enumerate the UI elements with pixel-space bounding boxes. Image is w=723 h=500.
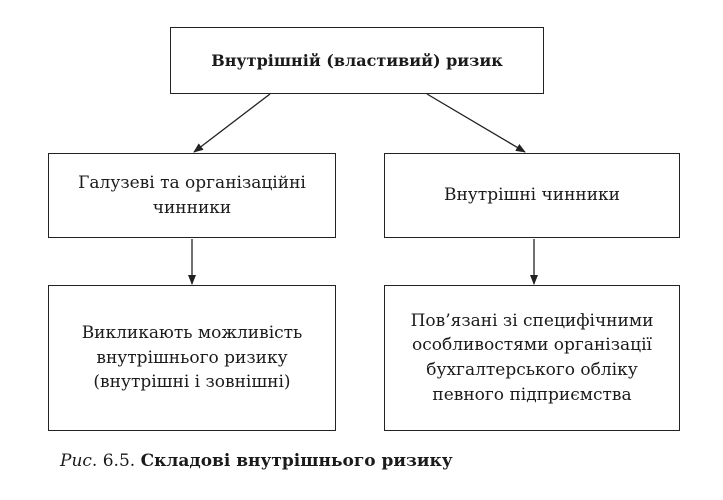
- figure-caption: Рис. 6.5. Складові внутрішнього ризику: [60, 451, 453, 471]
- industry-effect-box: Викликають можливість внутрішнього ризик…: [48, 285, 336, 431]
- caption-number: . 6.5.: [91, 451, 136, 471]
- caption-prefix: Рис: [60, 451, 92, 471]
- internal-risk-label: Внутрішній (властивий) ризик: [211, 50, 503, 70]
- industry-factors-box: Галузеві та організаційні чинники: [48, 153, 336, 238]
- industry-effect-label: Викликають можливість внутрішнього ризик…: [81, 323, 303, 393]
- industry-factors-label: Галузеві та організаційні чинники: [78, 172, 306, 218]
- internal-factors-box: Внутрішні чинники: [384, 153, 680, 238]
- internal-factors-label: Внутрішні чинники: [443, 185, 621, 206]
- caption-title: Складові внутрішнього ризику: [140, 451, 453, 471]
- internal-effect-box: Пов’язані зі специфічними особливостями …: [384, 285, 680, 431]
- arrow-top-to-right: [426, 93, 526, 153]
- internal-risk-box: Внутрішній (властивий) ризик: [170, 27, 544, 94]
- arrow-top-to-left: [193, 93, 271, 153]
- internal-effect-label: Пов’язані зі специфічними особливостями …: [410, 310, 654, 405]
